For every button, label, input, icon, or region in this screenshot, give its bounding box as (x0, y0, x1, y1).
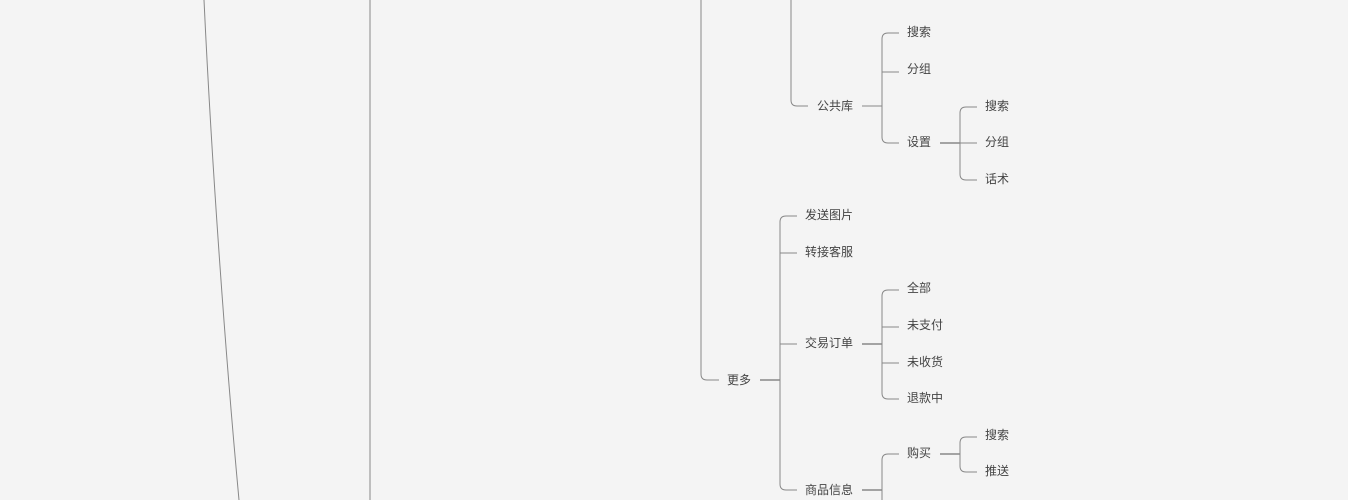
node-orders-refunding[interactable]: 退款中 (907, 391, 944, 405)
connector-to-public-lib (790, 0, 808, 107)
connector-orders-refunding (881, 344, 899, 400)
node-settings-search[interactable]: 搜索 (985, 99, 1010, 113)
connector-buy-search (959, 436, 977, 454)
node-transfer-service[interactable]: 转接客服 (805, 245, 854, 259)
connector-public-settings (881, 106, 899, 144)
node-settings-script[interactable]: 话术 (985, 172, 1010, 186)
node-public-search[interactable]: 搜索 (907, 25, 932, 39)
node-product-info[interactable]: 商品信息 (805, 483, 854, 497)
node-settings-group[interactable]: 分组 (985, 135, 1010, 149)
connector-settings-script (959, 143, 977, 181)
connector-curve (203, 0, 240, 500)
node-orders-unpaid[interactable]: 未支付 (907, 318, 944, 332)
connector-settings-search (959, 106, 977, 143)
node-public-settings[interactable]: 设置 (907, 135, 932, 149)
connector-send-image (779, 215, 797, 380)
node-more[interactable]: 更多 (727, 373, 752, 387)
connector-buy-push (959, 454, 977, 473)
connector-product-info (779, 380, 797, 491)
node-public-group[interactable]: 分组 (907, 62, 932, 76)
connector-public-search (881, 32, 899, 106)
connector-orders-all (881, 289, 899, 344)
node-trade-orders[interactable]: 交易订单 (805, 336, 854, 350)
node-send-image[interactable]: 发送图片 (805, 208, 854, 222)
connector-to-more (700, 0, 719, 381)
node-buy-push[interactable]: 推送 (985, 464, 1010, 478)
node-product-buy[interactable]: 购买 (907, 446, 932, 460)
node-public-lib[interactable]: 公共库 (817, 99, 854, 113)
connector-product-buy (881, 453, 899, 500)
node-buy-search[interactable]: 搜索 (985, 428, 1010, 442)
node-orders-all[interactable]: 全部 (907, 281, 932, 295)
node-orders-not-received[interactable]: 未收货 (907, 355, 944, 369)
